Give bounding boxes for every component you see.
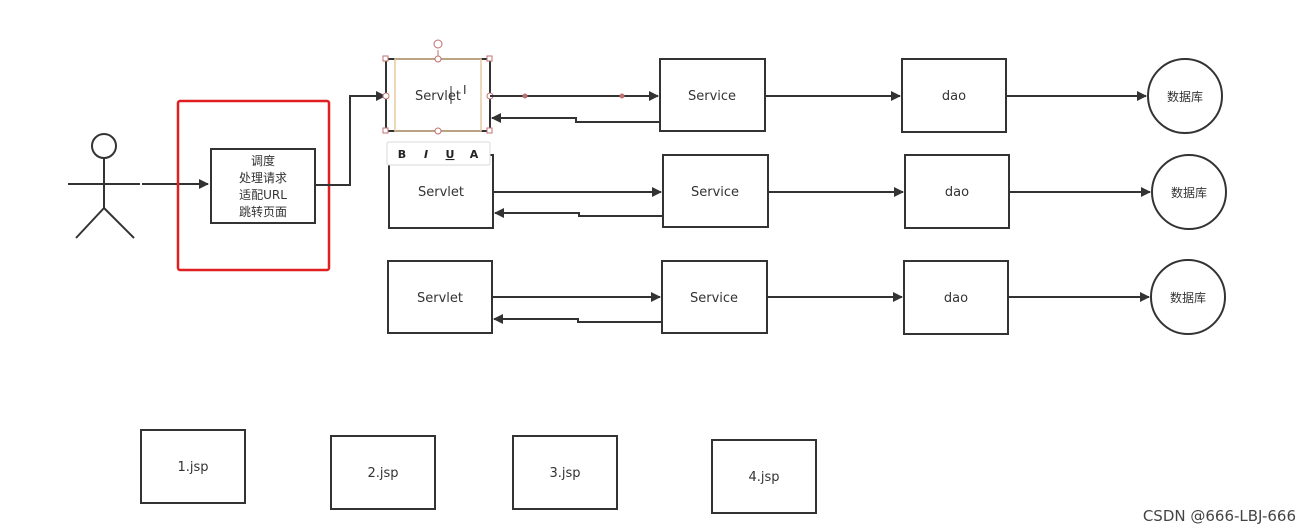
dispatcher-to-servlet-arrow bbox=[315, 91, 386, 186]
servlet-box-2[interactable]: Servlet bbox=[388, 154, 494, 229]
service-label-2: Service bbox=[691, 185, 739, 200]
resize-handle-br[interactable] bbox=[486, 127, 493, 134]
dao-box-2[interactable]: dao bbox=[904, 154, 1010, 229]
dao-box-3[interactable]: dao bbox=[903, 260, 1009, 335]
underline-button[interactable]: U bbox=[446, 148, 455, 161]
dispatcher-line-2: 处理请求 bbox=[239, 171, 287, 185]
database-node-3[interactable]: 数据库 bbox=[1150, 259, 1226, 335]
servlet-box-1[interactable]: Servlet bbox=[385, 58, 491, 132]
connector-point bbox=[619, 93, 625, 99]
dao-box-1[interactable]: dao bbox=[901, 58, 1007, 133]
database-node-1[interactable]: 数据库 bbox=[1147, 58, 1223, 134]
servlet-box-3[interactable]: Servlet bbox=[387, 260, 493, 334]
row-1: Servlet I Service dao bbox=[382, 39, 1223, 135]
jsp-page-4[interactable]: 4.jsp bbox=[711, 439, 817, 514]
rotate-handle[interactable] bbox=[433, 39, 443, 49]
servlet-label-1: Servlet bbox=[415, 89, 461, 104]
resize-handle-top[interactable] bbox=[434, 55, 442, 63]
service-box-1[interactable]: Service bbox=[659, 58, 766, 132]
service-box-3[interactable]: Service bbox=[661, 260, 768, 334]
resize-handle-bottom[interactable] bbox=[434, 127, 442, 135]
database-label-3: 数据库 bbox=[1170, 290, 1206, 305]
jsp-page-3[interactable]: 3.jsp bbox=[512, 435, 618, 510]
dispatcher-line-3: 适配URL bbox=[239, 188, 287, 202]
service-box-2[interactable]: Service bbox=[662, 154, 769, 228]
jsp-label-3: 3.jsp bbox=[549, 466, 580, 481]
dispatcher-line-4: 跳转页面 bbox=[239, 204, 287, 219]
service-to-servlet-arrow-1 bbox=[491, 113, 660, 123]
database-label-2: 数据库 bbox=[1171, 185, 1207, 200]
servlet-label-3: Servlet bbox=[417, 291, 463, 306]
connector-point bbox=[522, 93, 528, 99]
dispatcher-box[interactable]: 调度 处理请求 适配URL 跳转页面 bbox=[210, 148, 316, 224]
dispatcher-line-1: 调度 bbox=[251, 153, 275, 168]
database-node-2[interactable]: 数据库 bbox=[1151, 154, 1227, 230]
service-label-1: Service bbox=[688, 89, 736, 104]
jsp-label-2: 2.jsp bbox=[367, 466, 398, 481]
resize-handle-tr[interactable] bbox=[486, 55, 493, 62]
service-label-3: Service bbox=[690, 291, 738, 306]
service-to-servlet-arrow-3 bbox=[493, 314, 662, 324]
dao-label-1: dao bbox=[942, 89, 966, 104]
text-cursor-icon: I bbox=[463, 83, 467, 97]
csdn-watermark: CSDN @666-LBJ-666 bbox=[1143, 507, 1296, 525]
servlet-label-2: Servlet bbox=[418, 185, 464, 200]
row-3: Servlet Service dao 数据库 bbox=[387, 259, 1226, 335]
bold-button[interactable]: B bbox=[398, 148, 406, 161]
user-stick-figure bbox=[68, 133, 140, 239]
service-to-servlet-arrow-2 bbox=[494, 208, 663, 218]
jsp-page-1[interactable]: 1.jsp bbox=[140, 429, 246, 504]
dao-label-2: dao bbox=[945, 185, 969, 200]
resize-handle-tl[interactable] bbox=[382, 55, 389, 62]
italic-button[interactable]: I bbox=[424, 148, 428, 161]
jsp-label-4: 4.jsp bbox=[748, 470, 779, 485]
font-color-button[interactable]: A bbox=[470, 148, 479, 161]
row-2: Servlet Service dao 数据库 bbox=[388, 154, 1227, 230]
jsp-label-1: 1.jsp bbox=[177, 460, 208, 475]
database-label-1: 数据库 bbox=[1167, 89, 1203, 104]
jsp-page-2[interactable]: 2.jsp bbox=[330, 435, 436, 510]
text-format-toolbar: B I U A bbox=[386, 141, 491, 166]
resize-handle-bl[interactable] bbox=[382, 127, 389, 134]
dao-label-3: dao bbox=[944, 291, 968, 306]
selection-overlay[interactable]: I bbox=[382, 39, 494, 135]
resize-handle-left[interactable] bbox=[382, 92, 390, 100]
